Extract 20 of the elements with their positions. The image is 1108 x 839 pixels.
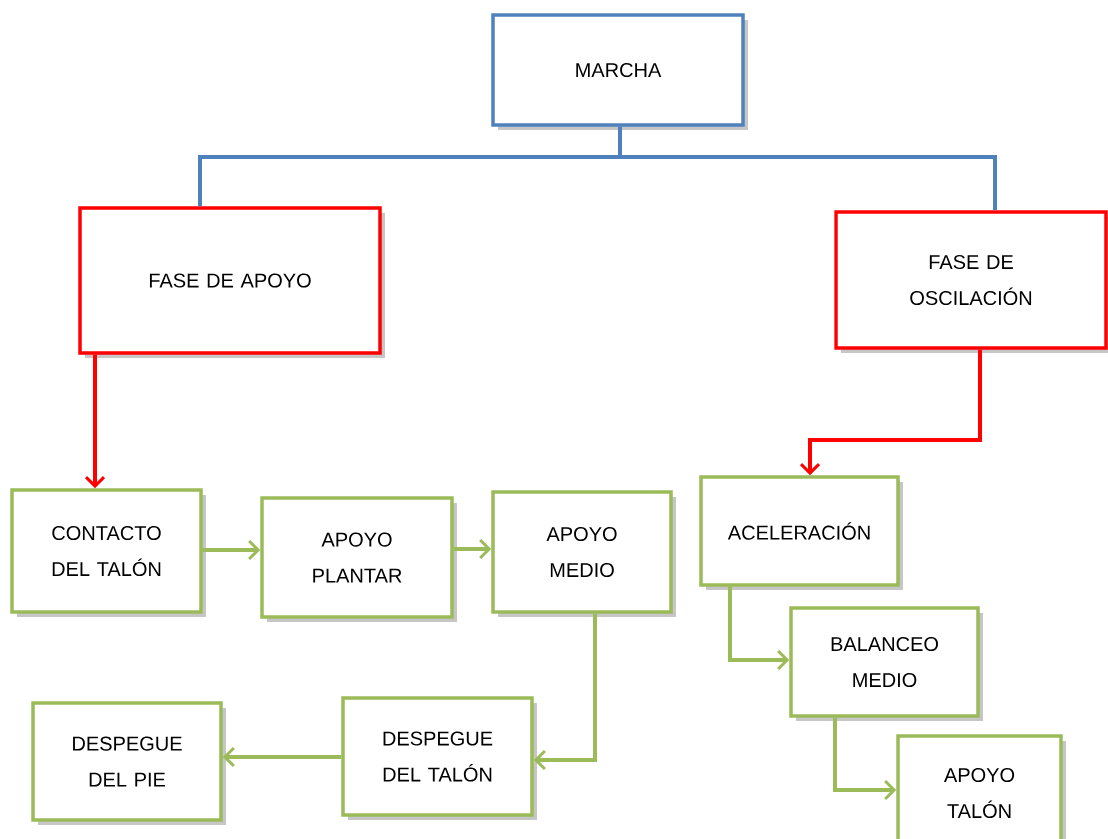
process-box: MARCHA — [491, 13, 745, 127]
arrow — [799, 349, 982, 476]
process-box: BALANCEO MEDIO — [789, 606, 980, 718]
connector-line — [618, 126, 997, 211]
process-box: FASE DE APOYO — [78, 206, 382, 355]
process-box: APOYO TALÓN — [896, 734, 1063, 839]
process-box: DESPEGUE DEL PIE — [31, 701, 223, 822]
process-box: CONTACTO DEL TALÓN — [10, 488, 203, 614]
arrow — [222, 746, 342, 768]
arrow — [833, 717, 897, 801]
process-box: APOYO PLANTAR — [260, 496, 454, 619]
arrow — [453, 538, 492, 560]
arrow — [728, 586, 790, 671]
arrow — [202, 539, 261, 561]
arrow — [84, 354, 106, 489]
process-box: APOYO MEDIO — [491, 490, 673, 614]
process-box: ACELERACIÓN — [699, 475, 900, 587]
process-box: FASE DE OSCILACIÓN — [834, 210, 1108, 350]
arrow — [533, 613, 597, 771]
process-box: DESPEGUE DEL TALÓN — [341, 696, 534, 817]
